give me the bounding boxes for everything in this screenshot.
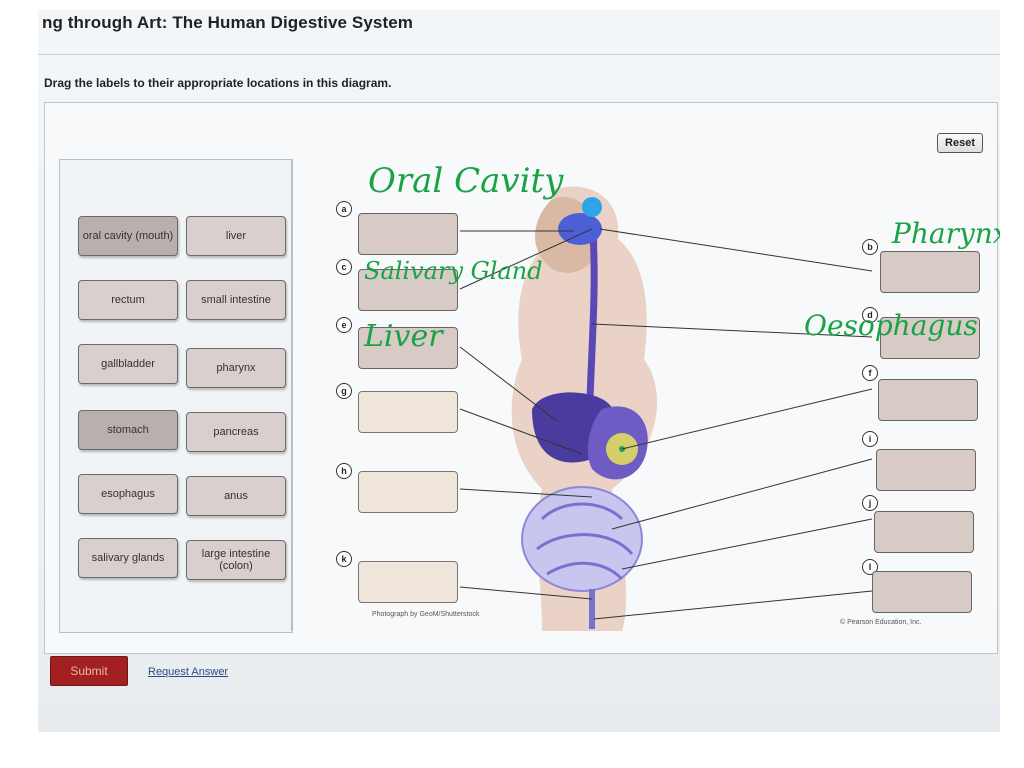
label-liver[interactable]: liver xyxy=(186,216,286,256)
label-pharynx[interactable]: pharynx xyxy=(186,348,286,388)
marker-b: b xyxy=(862,239,878,255)
nasal-shape xyxy=(582,197,602,217)
body-illustration xyxy=(459,186,873,631)
drop-zone-l[interactable] xyxy=(872,571,972,613)
marker-a: a xyxy=(336,201,352,217)
drop-zone-k[interactable] xyxy=(358,561,458,603)
label-anus[interactable]: anus xyxy=(186,476,286,516)
digestive-diagram: a c e g h k b d f i j l Photograph xyxy=(291,159,1000,631)
page-title: ng through Art: The Human Digestive Syst… xyxy=(42,13,413,32)
label-gallbladder[interactable]: gallbladder xyxy=(78,344,178,384)
handwritten-liver: Liver xyxy=(364,319,443,354)
label-pancreas[interactable]: pancreas xyxy=(186,412,286,452)
marker-g: g xyxy=(336,383,352,399)
drop-zone-h[interactable] xyxy=(358,471,458,513)
marker-d: d xyxy=(862,307,878,323)
handwritten-salivary-gland: Salivary Gland xyxy=(364,257,543,285)
marker-j: j xyxy=(862,495,878,511)
intestine-coils xyxy=(536,502,634,581)
reset-button[interactable]: Reset xyxy=(937,133,983,153)
screen: ng through Art: The Human Digestive Syst… xyxy=(38,10,1000,732)
label-oral-cavity[interactable]: oral cavity (mouth) xyxy=(78,216,178,256)
drop-zone-c[interactable] xyxy=(358,269,458,311)
label-bank: oral cavity (mouth) liver rectum small i… xyxy=(59,159,293,633)
label-esophagus[interactable]: esophagus xyxy=(78,474,178,514)
label-stomach[interactable]: stomach xyxy=(78,410,178,450)
photo-credit: Photograph by GeoM/Shutterstock xyxy=(372,611,480,618)
submit-button[interactable]: Submit xyxy=(50,656,128,686)
handwritten-oral-cavity: Oral Cavity xyxy=(368,161,564,201)
marker-k: k xyxy=(336,551,352,567)
marker-i: i xyxy=(862,431,878,447)
label-rectum[interactable]: rectum xyxy=(78,280,178,320)
drop-zone-j[interactable] xyxy=(874,511,974,553)
copyright-notice: © Pearson Education, Inc. xyxy=(840,619,922,626)
title-divider xyxy=(38,54,1000,55)
label-salivary-glands[interactable]: salivary glands xyxy=(78,538,178,578)
marker-c: c xyxy=(336,259,352,275)
label-large-intestine[interactable]: large intestine (colon) xyxy=(186,540,286,580)
drop-zone-e[interactable] xyxy=(358,327,458,369)
instruction-text: Drag the labels to their appropriate loc… xyxy=(44,76,392,90)
drop-zone-f[interactable] xyxy=(878,379,978,421)
esophagus-shape xyxy=(586,218,598,400)
drop-zone-i[interactable] xyxy=(876,449,976,491)
activity-panel: Reset oral cavity (mouth) liver rectum s… xyxy=(44,102,1000,654)
leader-lines xyxy=(459,228,873,620)
marker-h: h xyxy=(336,463,352,479)
marker-e: e xyxy=(336,317,352,333)
handwritten-oesophagus: Oesophagus xyxy=(804,309,978,342)
drop-zone-a[interactable] xyxy=(358,213,458,255)
handwritten-pharynx: Pharynx xyxy=(892,217,1000,250)
request-answer-link[interactable]: Request Answer xyxy=(148,666,229,678)
oral-cavity-shape xyxy=(558,213,602,245)
label-small-intestine[interactable]: small intestine xyxy=(186,280,286,320)
drop-zone-b[interactable] xyxy=(880,251,980,293)
drop-zone-d[interactable] xyxy=(880,317,980,359)
drop-zone-g[interactable] xyxy=(358,391,458,433)
marker-f: f xyxy=(862,365,878,381)
